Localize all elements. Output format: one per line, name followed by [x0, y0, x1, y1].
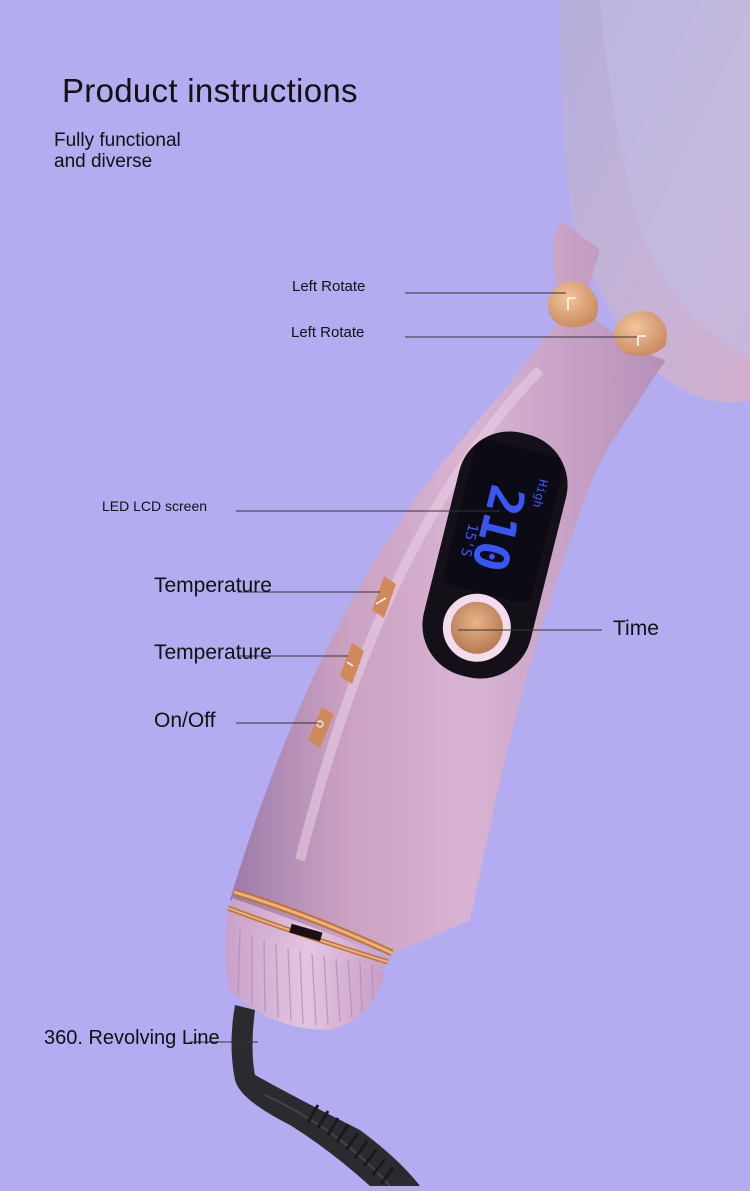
rotate-button-2 [613, 311, 667, 356]
page-subtitle: Fully functional and diverse [54, 130, 181, 172]
callout-led-screen: LED LCD screen [102, 498, 208, 514]
callout-revolving-line: 360. Revolving Line [44, 1027, 220, 1049]
lcd-time: 15'S [457, 522, 481, 559]
callout-left-rotate-2: Left Rotate [291, 324, 365, 341]
callout-time: Time [613, 617, 659, 640]
power-button [308, 707, 334, 748]
callout-left-rotate-1: Left Rotate [292, 278, 366, 295]
callout-temperature-up: Temperature [154, 574, 272, 597]
temp-up-button [372, 576, 396, 618]
callout-temperature-down: Temperature [154, 641, 272, 664]
subtitle-line-2: and diverse [54, 151, 153, 172]
callout-on-off: On/Off [154, 709, 216, 732]
temp-down-button [340, 643, 364, 684]
lcd-mode: High [530, 478, 551, 509]
revolving-cord [231, 1005, 420, 1186]
page-title: Product instructions [62, 72, 358, 109]
rotate-button-1 [547, 281, 598, 328]
time-knob [450, 601, 503, 654]
subtitle-line-1: Fully functional [54, 130, 181, 151]
